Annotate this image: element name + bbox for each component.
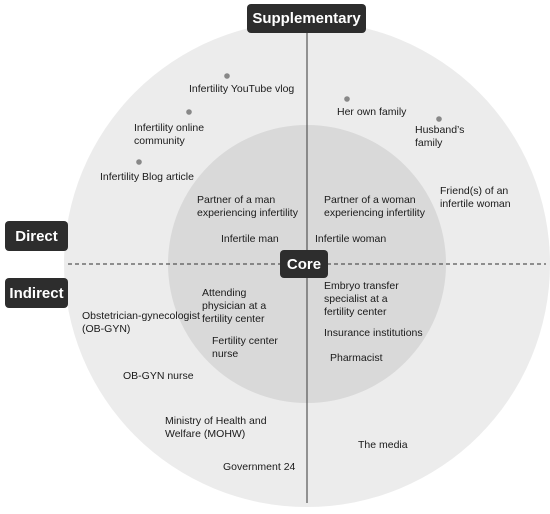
label-government-24: Government 24 [223,461,296,473]
marker-dot [136,159,142,165]
label-partner-of-man: Partner of a man experiencing infertilit… [197,194,298,219]
marker-dot [186,109,192,115]
label-media: The media [358,439,408,451]
label-infertile-woman: Infertile woman [315,233,387,245]
label-friends: Friend(s) of an infertile woman [440,185,511,210]
indirect-tag: Indirect [5,278,68,308]
label-attending-physician: Attending physician at a fertility cente… [202,287,267,325]
label-husbands-family: Husband’s family [415,124,465,149]
label-fertility-center-nurse: Fertility center nurse [212,335,278,360]
supplementary-tag: Supplementary [247,4,366,33]
label-online-community: Infertility online community [134,122,205,147]
label-obgyn-nurse: OB-GYN nurse [123,370,194,382]
label-own-family: Her own family [337,106,407,118]
label-embryo-specialist: Embryo transfer specialist at a fertilit… [324,280,399,318]
marker-dot [344,96,350,102]
label-infertile-man: Infertile man [221,233,279,245]
label-insurance: Insurance institutions [324,327,423,339]
label-pharmacist: Pharmacist [330,352,383,364]
label-obgyn: Obstetrician-gynecologist (OB-GYN) [82,310,200,335]
label-partner-of-woman: Partner of a woman experiencing infertil… [324,194,425,219]
label-youtube-vlog: Infertility YouTube vlog [189,83,295,95]
direct-tag: Direct [5,221,68,251]
marker-dot [224,73,230,79]
marker-dot [436,116,442,122]
label-blog-article: Infertility Blog article [100,171,194,183]
core-tag: Core [280,250,328,278]
label-mohw: Ministry of Health and Welfare (MOHW) [165,415,267,440]
